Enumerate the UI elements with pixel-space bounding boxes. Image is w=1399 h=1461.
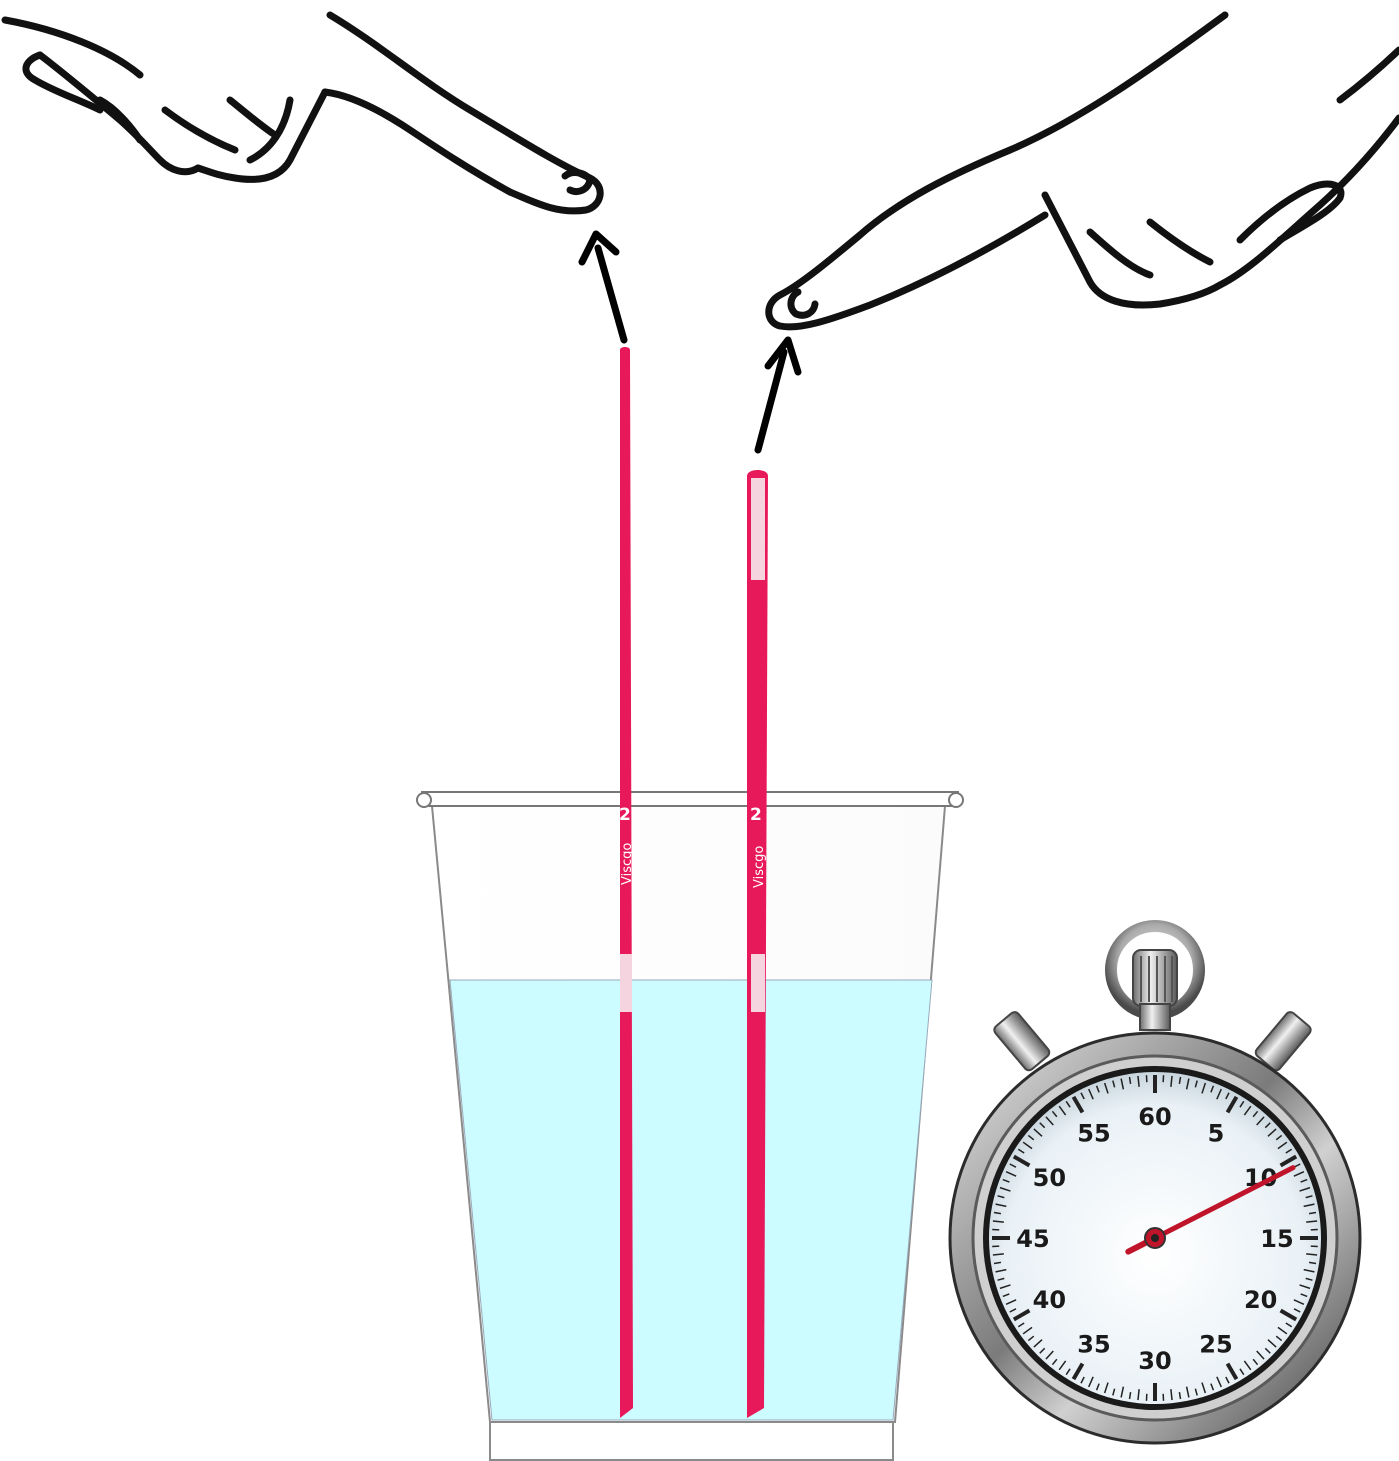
tube-left-number: 2: [619, 805, 631, 825]
arrow-up-right-tube: [758, 340, 798, 450]
stopwatch-label-20: 20: [1244, 1286, 1277, 1314]
stopwatch-label-15: 15: [1260, 1225, 1293, 1253]
stopwatch-label-50: 50: [1033, 1164, 1066, 1192]
water-in-cup: [450, 980, 932, 1420]
tube-right-number: 2: [750, 805, 762, 825]
stopwatch-label-25: 25: [1199, 1331, 1232, 1359]
stopwatch-label-60: 60: [1138, 1103, 1171, 1131]
stopwatch-label-45: 45: [1016, 1225, 1049, 1253]
arrow-up-left-tube: [582, 234, 624, 340]
left-hand-illustration: [5, 15, 600, 211]
plastic-cup: [417, 792, 963, 1460]
stopwatch-label-5: 5: [1208, 1119, 1225, 1147]
stopwatch-left-pusher: [992, 1010, 1051, 1072]
stopwatch-label-30: 30: [1138, 1347, 1171, 1375]
stopwatch-label-55: 55: [1077, 1119, 1110, 1147]
tube-left-brand: Viscgo: [620, 843, 635, 885]
right-hand-illustration: [769, 15, 1399, 327]
stopwatch-label-40: 40: [1033, 1286, 1066, 1314]
stopwatch-label-35: 35: [1077, 1331, 1110, 1359]
stopwatch-crown: [1133, 950, 1177, 1006]
tube-right-brand: Viscgo: [752, 846, 767, 888]
